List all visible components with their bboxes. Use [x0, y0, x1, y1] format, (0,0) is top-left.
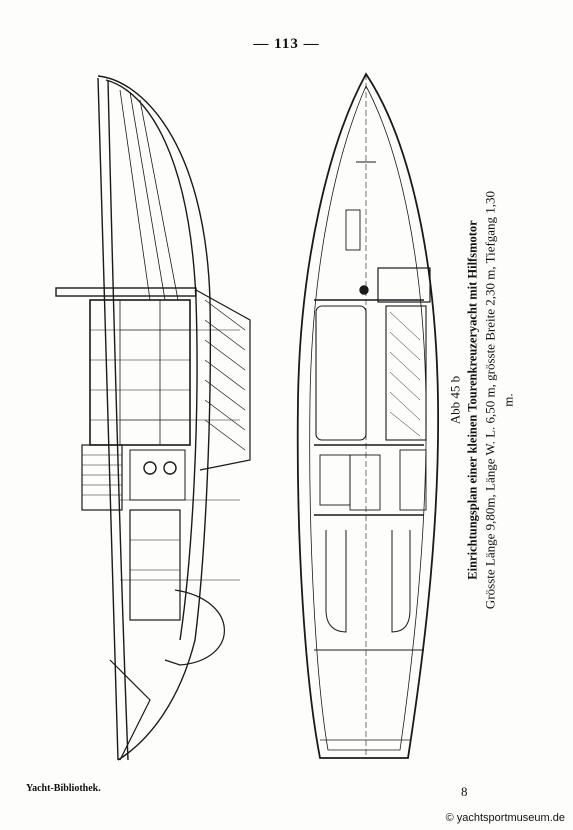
figure-label: Abb 45 b — [447, 375, 463, 425]
signature-mark: 8 — [461, 784, 468, 799]
page-number: — 113 — — [253, 36, 320, 52]
yacht-deck-plan-drawing — [296, 72, 440, 759]
figure-title: Einrichtungsplan einer kleinen Tourenkre… — [465, 220, 480, 580]
yacht-profile-section-drawing — [55, 75, 251, 761]
footer-series: Yacht-Bibliothek. — [26, 783, 101, 794]
watermark: © yachtsportmuseum.de — [445, 812, 565, 824]
figure-dimensions: Grösste Länge 9,80m, Länge W. L. 6,50 m,… — [482, 190, 516, 610]
